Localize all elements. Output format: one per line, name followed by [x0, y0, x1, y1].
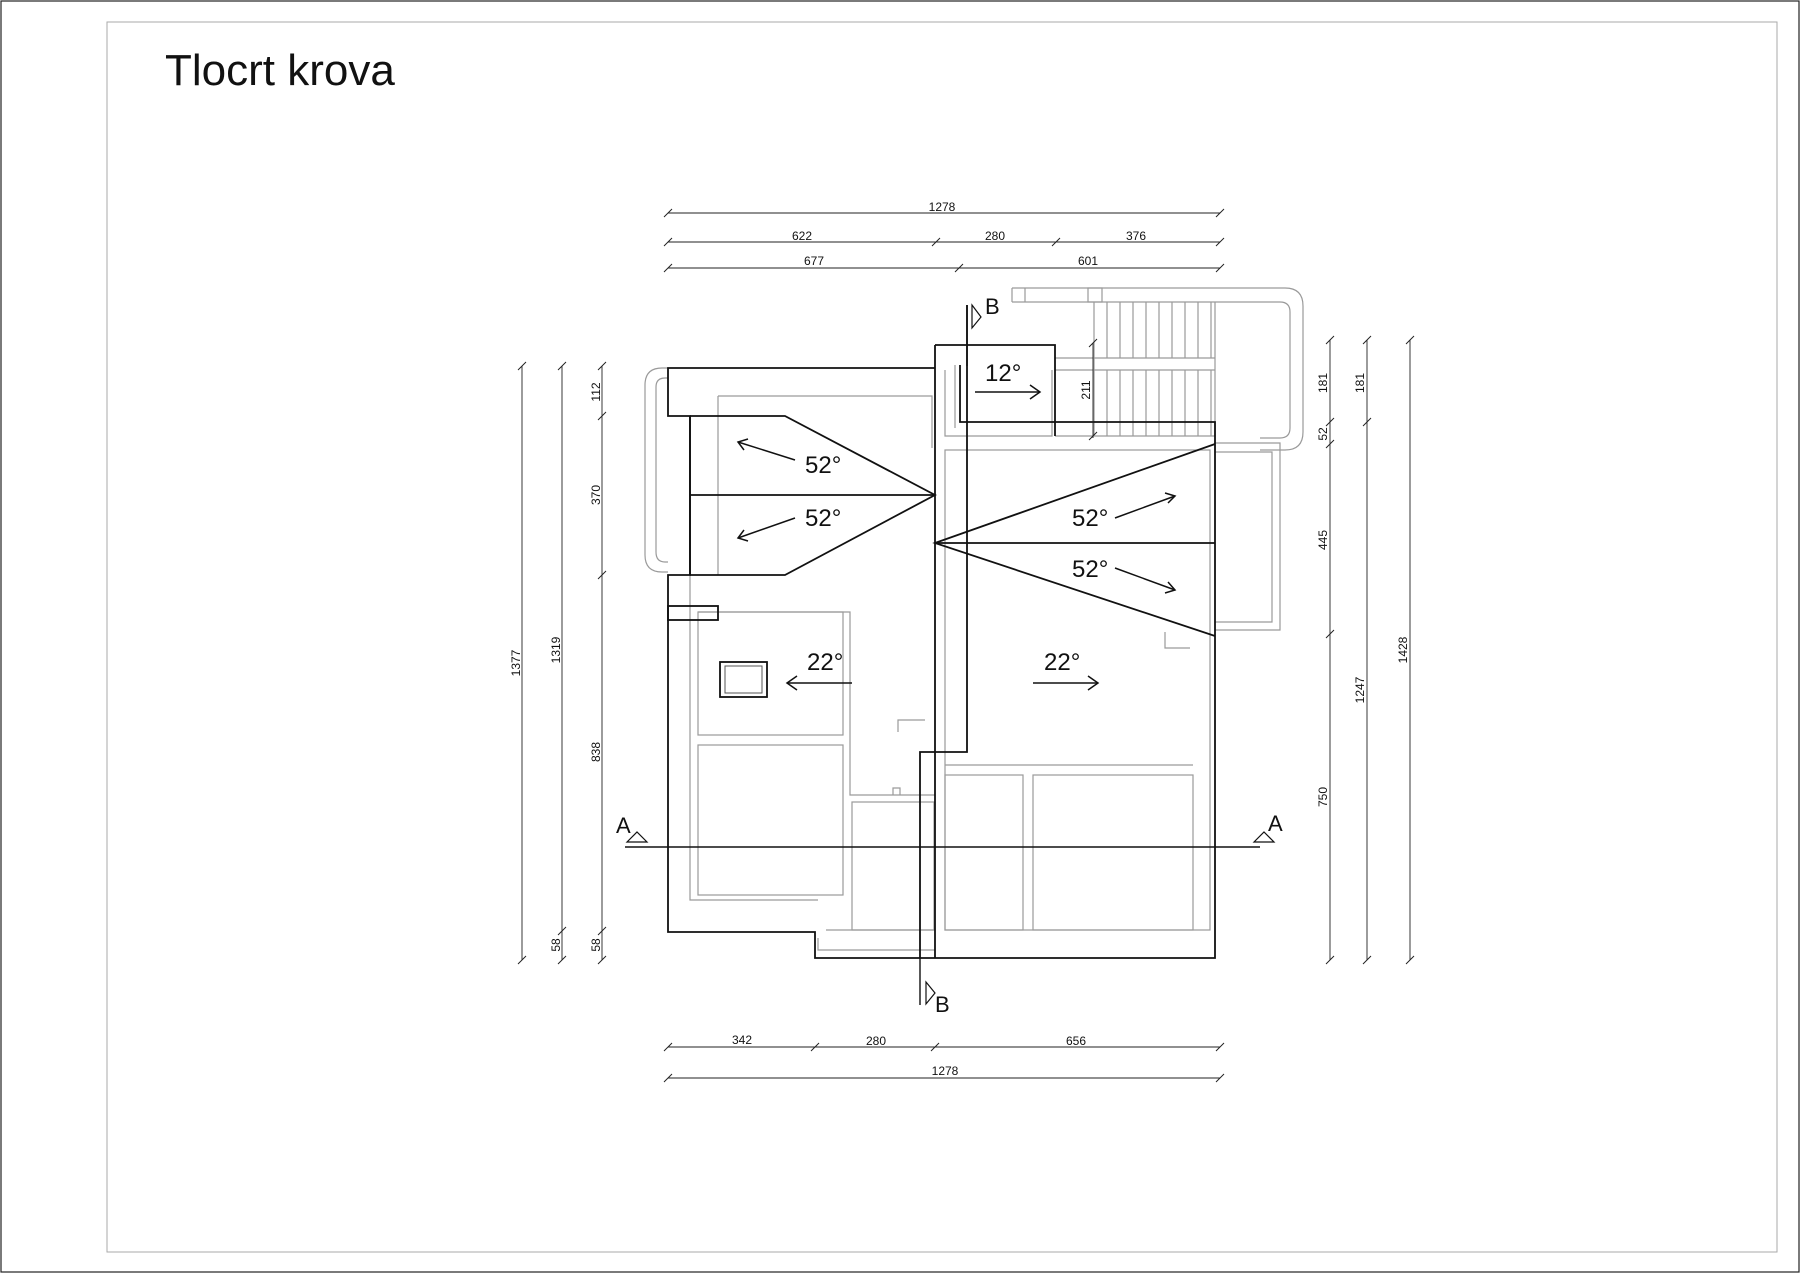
- dim-left-112: 112: [589, 382, 603, 401]
- roof-outline: [667, 305, 1216, 959]
- dim-bottom-342: 342: [732, 1033, 752, 1047]
- north-terrace-outline: [1012, 287, 1304, 451]
- arrow-52-bl: [736, 517, 796, 542]
- slope-22-r-label: 22°: [1044, 649, 1080, 676]
- section-b-bottom-label: B: [935, 992, 950, 1017]
- right-notch: [1164, 632, 1190, 649]
- page-title: Tlocrt krova: [165, 46, 395, 95]
- slope-52-tl-label: 52°: [805, 452, 841, 479]
- section-a-left-label: A: [616, 813, 631, 838]
- dim-top-376: 376: [1126, 229, 1146, 243]
- right-wing-outline: [935, 365, 1216, 959]
- bottom-thin-ledge: [817, 938, 935, 951]
- dim-right-1428: 1428: [1396, 636, 1410, 663]
- left-terrace-outline: [644, 367, 668, 573]
- dim-left-1377: 1377: [509, 649, 523, 676]
- dim-inner-211: 211: [1079, 380, 1093, 399]
- dim-right-181a: 181: [1316, 373, 1330, 393]
- section-b-top-marker: [971, 303, 982, 330]
- dormer-outline-top: [935, 344, 1056, 436]
- right-balcony-outer: [1215, 442, 1281, 631]
- slope-12-label: 12°: [985, 360, 1021, 387]
- dim-left-1319: 1319: [549, 636, 563, 663]
- slope-arrows: [736, 384, 1177, 691]
- skylight: [719, 661, 768, 698]
- stair-post: [1087, 287, 1103, 303]
- dim-right-52: 52: [1316, 427, 1330, 441]
- dim-top-601: 601: [1078, 254, 1098, 268]
- right-room-2: [1032, 774, 1194, 931]
- dormer-inner: [944, 370, 1053, 437]
- dim-left-838: 838: [589, 742, 603, 762]
- right-balcony-inner: [1215, 451, 1273, 623]
- section-a-right-marker: [1252, 831, 1276, 843]
- dim-top-overall: 1278: [929, 200, 956, 214]
- dim-left-58a: 58: [549, 938, 563, 952]
- left-room-1: [697, 611, 844, 736]
- dim-bottom-280: 280: [866, 1034, 886, 1048]
- dim-left-370: 370: [589, 485, 603, 505]
- dim-bottom-overall: 1278: [932, 1064, 959, 1078]
- dim-bottom-656: 656: [1066, 1034, 1086, 1048]
- arrow-52-tr: [1114, 492, 1177, 519]
- dimension-lines: [517, 208, 1415, 1083]
- dim-right-181b: 181: [1353, 373, 1367, 393]
- arrow-22-r: [1033, 675, 1100, 691]
- left-room-3: [851, 801, 935, 931]
- right-room-1: [944, 774, 1024, 931]
- section-a-right-label: A: [1268, 811, 1283, 836]
- dim-top-622: 622: [792, 229, 812, 243]
- left-notch: [897, 719, 925, 732]
- step-line: [919, 305, 968, 958]
- left-ground-outer: [689, 575, 818, 901]
- section-lines: [625, 303, 1276, 1006]
- left-notch-2: [892, 787, 901, 795]
- left-wing-inner-top: [718, 395, 933, 448]
- slope-22-l-label: 22°: [807, 649, 843, 676]
- arrow-52-br: [1114, 567, 1177, 594]
- left-room-2: [697, 744, 844, 896]
- arrow-12: [975, 384, 1042, 400]
- left-wing-outline: [667, 367, 935, 959]
- slope-52-bl-label: 52°: [805, 505, 841, 532]
- dim-top-280: 280: [985, 229, 1005, 243]
- dim-right-750: 750: [1316, 787, 1330, 807]
- left-room-block: [698, 611, 935, 796]
- arrow-52-tl: [736, 438, 796, 461]
- stair-treads: [1055, 302, 1216, 437]
- section-b-top-label: B: [985, 294, 1000, 319]
- skylight-inner: [724, 665, 763, 694]
- section-a-left-marker: [625, 831, 649, 843]
- dim-top-677: 677: [804, 254, 824, 268]
- dim-right-445: 445: [1316, 530, 1330, 550]
- underlying-plan: [644, 287, 1304, 951]
- slope-52-br-label: 52°: [1072, 556, 1108, 583]
- north-terrace-inner: [1012, 301, 1291, 439]
- chimney: [667, 605, 719, 621]
- dim-right-1247: 1247: [1353, 676, 1367, 703]
- slope-52-tr-label: 52°: [1072, 505, 1108, 532]
- left-terrace-inner: [655, 377, 668, 563]
- inner-frame: [106, 21, 1778, 1253]
- section-b-bottom-marker: [925, 980, 936, 1006]
- arrow-22-l: [785, 675, 852, 691]
- dim-left-58b: 58: [589, 938, 603, 952]
- right-hip-lines: [932, 443, 1216, 637]
